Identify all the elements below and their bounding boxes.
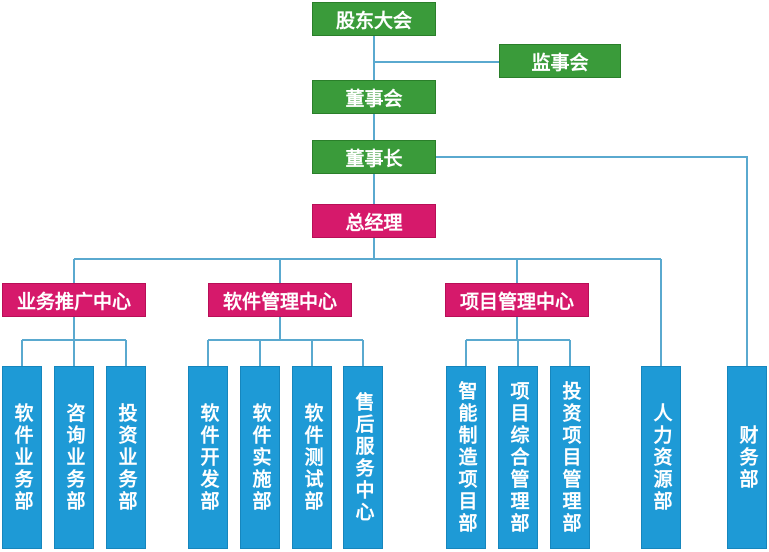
finance-dept-label: 财务部 <box>736 424 759 491</box>
software-testing-dept-box: 软件测试部 <box>292 366 332 549</box>
chairman-label: 董事长 <box>345 147 403 170</box>
project-general-management-dept-label: 项目综合管理部 <box>507 380 530 535</box>
general-manager-box: 总经理 <box>312 204 436 238</box>
board-of-directors-box: 董事会 <box>312 80 436 114</box>
project-management-center-label: 项目管理中心 <box>459 290 574 313</box>
business-promotion-center-label: 业务推广中心 <box>16 290 131 313</box>
supervisory-board-box: 监事会 <box>499 44 621 78</box>
consulting-business-dept-box: 咨询业务部 <box>54 366 94 549</box>
software-management-center-label: 软件管理中心 <box>222 290 337 313</box>
software-development-dept-label: 软件开发部 <box>197 402 220 513</box>
investment-business-dept-label: 投资业务部 <box>115 402 138 513</box>
software-implementation-dept-label: 软件实施部 <box>249 402 272 513</box>
project-general-management-dept-box: 项目综合管理部 <box>498 366 538 549</box>
after-sales-service-center-label: 售后服务中心 <box>352 391 375 524</box>
smart-manufacturing-project-dept-label: 智能制造项目部 <box>455 380 478 535</box>
software-business-dept-label: 软件业务部 <box>11 402 34 513</box>
human-resources-dept-label: 人力资源部 <box>650 402 673 513</box>
software-management-center-box: 软件管理中心 <box>208 283 352 317</box>
shareholders-meeting-box: 股东大会 <box>312 2 436 36</box>
smart-manufacturing-project-dept-box: 智能制造项目部 <box>446 366 486 549</box>
chairman-box: 董事长 <box>312 140 436 174</box>
software-development-dept-box: 软件开发部 <box>188 366 228 549</box>
software-implementation-dept-box: 软件实施部 <box>240 366 280 549</box>
general-manager-label: 总经理 <box>345 211 403 234</box>
consulting-business-dept-label: 咨询业务部 <box>63 402 86 513</box>
business-promotion-center-box: 业务推广中心 <box>2 283 146 317</box>
investment-project-management-dept-box: 投资项目管理部 <box>550 366 590 549</box>
software-testing-dept-label: 软件测试部 <box>301 402 324 513</box>
software-business-dept-box: 软件业务部 <box>2 366 42 549</box>
investment-project-management-dept-label: 投资项目管理部 <box>559 380 582 535</box>
supervisory-board-label: 监事会 <box>531 51 589 74</box>
human-resources-dept-box: 人力资源部 <box>641 366 681 549</box>
project-management-center-box: 项目管理中心 <box>445 283 589 317</box>
board-of-directors-label: 董事会 <box>345 87 403 110</box>
finance-dept-box: 财务部 <box>727 366 767 549</box>
shareholders-meeting-label: 股东大会 <box>335 9 412 32</box>
after-sales-service-center-box: 售后服务中心 <box>343 366 383 549</box>
investment-business-dept-box: 投资业务部 <box>106 366 146 549</box>
